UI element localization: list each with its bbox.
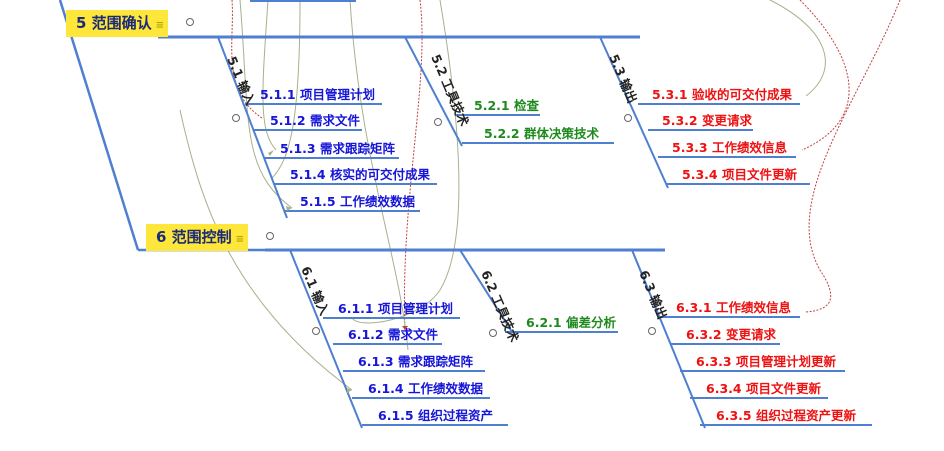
item-6-3-2[interactable]: 6.3.2 变更请求 bbox=[686, 327, 776, 342]
item-6-1-5[interactable]: 6.1.5 组织过程资产 bbox=[378, 408, 493, 423]
bone-5-3 bbox=[599, 36, 669, 189]
item-5-1-2[interactable]: 5.1.2 需求文件 bbox=[270, 113, 360, 128]
topic-scope-control[interactable]: 6 范围控制≡ bbox=[146, 224, 249, 251]
connector-red-right-2 bbox=[805, 0, 901, 313]
bone-5-2 bbox=[404, 36, 463, 147]
main-diagonal-spine bbox=[58, 0, 140, 251]
bone-5-1 bbox=[217, 36, 288, 219]
connector-olive-right bbox=[769, 0, 826, 97]
collapse-toggle-icon[interactable] bbox=[232, 114, 240, 122]
item-6-3-1[interactable]: 6.3.1 工作绩效信息 bbox=[676, 300, 791, 315]
connector-red-mid bbox=[403, 0, 423, 331]
item-6-1-4[interactable]: 6.1.4 工作绩效数据 bbox=[368, 381, 483, 396]
item-6-3-4[interactable]: 6.3.4 项目文件更新 bbox=[706, 381, 821, 396]
bone-6-1 bbox=[289, 249, 363, 429]
item-6-1-2[interactable]: 6.1.2 需求文件 bbox=[348, 327, 438, 342]
item-5-3-1[interactable]: 5.3.1 验收的可交付成果 bbox=[652, 87, 792, 102]
arrowhead-5-1-3 bbox=[268, 150, 274, 156]
item-6-1-1[interactable]: 6.1.1 项目管理计划 bbox=[338, 301, 453, 316]
connector-olive-2 bbox=[262, 0, 277, 151]
item-6-2-1[interactable]: 6.2.1 偏差分析 bbox=[526, 315, 616, 330]
connector-olive-6 bbox=[349, 0, 409, 351]
collapse-toggle-icon[interactable] bbox=[434, 118, 442, 126]
item-5-2-2[interactable]: 5.2.2 群体决策技术 bbox=[484, 126, 599, 141]
connector-red-right-1 bbox=[799, 0, 850, 151]
arrowhead-6-1-4 bbox=[347, 388, 352, 393]
connector-olive-1 bbox=[239, 0, 293, 209]
item-6-3-3[interactable]: 6.3.3 项目管理计划更新 bbox=[696, 354, 836, 369]
collapse-toggle-icon[interactable] bbox=[186, 18, 194, 26]
item-6-3-5[interactable]: 6.3.5 组织过程资产更新 bbox=[716, 408, 856, 423]
bone-6-2 bbox=[459, 249, 513, 333]
item-5-3-2[interactable]: 5.3.2 变更请求 bbox=[662, 113, 752, 128]
collapse-toggle-icon[interactable] bbox=[489, 329, 497, 337]
item-5-3-3[interactable]: 5.3.3 工作绩效信息 bbox=[672, 140, 787, 155]
notes-icon: ≡ bbox=[235, 234, 245, 245]
notes-icon: ≡ bbox=[155, 20, 165, 31]
item-5-1-1[interactable]: 5.1.1 项目管理计划 bbox=[260, 87, 375, 102]
item-5-3-4[interactable]: 5.3.4 项目文件更新 bbox=[682, 167, 797, 182]
collapse-toggle-icon[interactable] bbox=[312, 327, 320, 335]
collapse-toggle-icon[interactable] bbox=[648, 327, 656, 335]
arrowhead-6-1-2 bbox=[402, 326, 408, 330]
collapse-toggle-icon[interactable] bbox=[266, 232, 274, 240]
item-5-2-1[interactable]: 5.2.1 检查 bbox=[474, 98, 539, 113]
topic-scope-validation[interactable]: 5 范围确认≡ bbox=[66, 10, 169, 37]
item-5-1-3[interactable]: 5.1.3 需求跟踪矩阵 bbox=[280, 141, 395, 156]
connector-olive-3 bbox=[271, 0, 301, 179]
collapse-toggle-icon[interactable] bbox=[624, 114, 632, 122]
topic-title: 6 范围控制 bbox=[156, 228, 232, 246]
item-6-1-3[interactable]: 6.1.3 需求跟踪矩阵 bbox=[358, 354, 473, 369]
connector-olive-4 bbox=[351, 0, 460, 324]
arrowhead-5-1-5 bbox=[286, 206, 292, 211]
connector-red-top bbox=[231, 0, 263, 119]
item-5-1-5[interactable]: 5.1.5 工作绩效数据 bbox=[300, 194, 415, 209]
arrowheads bbox=[268, 150, 408, 393]
item-5-1-4[interactable]: 5.1.4 核实的可交付成果 bbox=[290, 167, 430, 182]
topic-title: 5 范围确认 bbox=[76, 14, 152, 32]
